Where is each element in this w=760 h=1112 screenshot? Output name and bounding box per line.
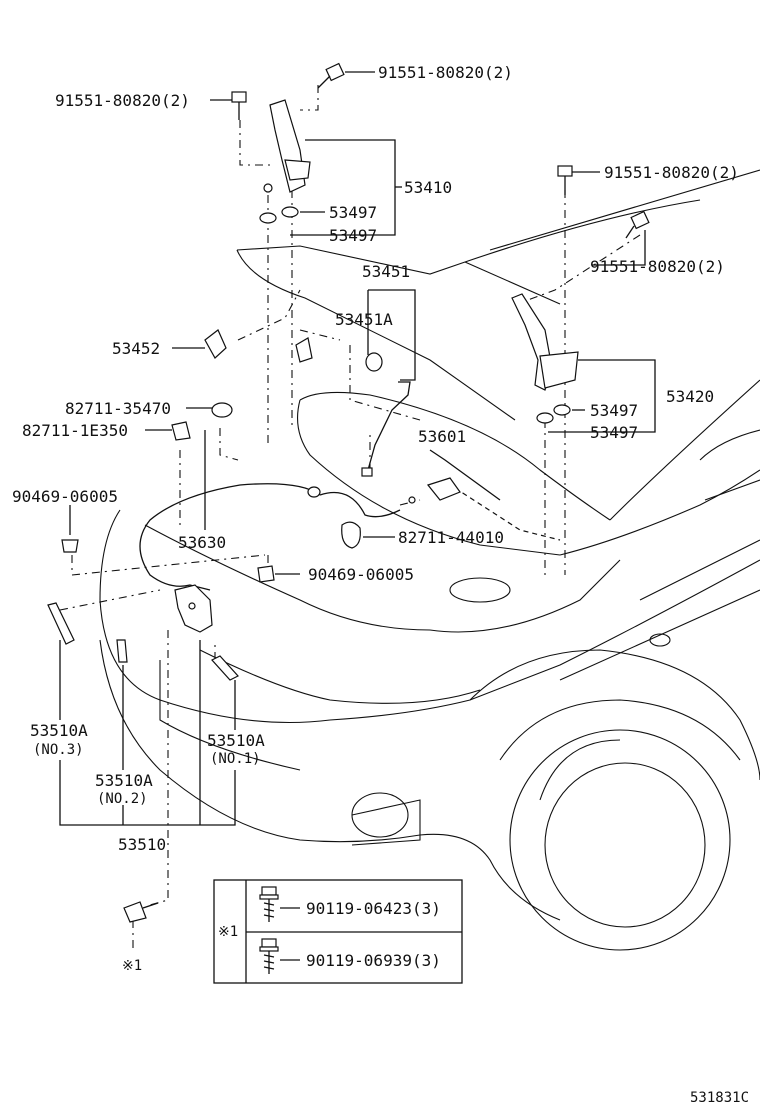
label-clamp-1[interactable]: 82711-35470 xyxy=(65,399,171,418)
label-holder[interactable]: 53452 xyxy=(112,339,160,358)
cushion-lh-upper-icon xyxy=(281,206,299,218)
bolt-top-left-icon xyxy=(231,91,247,120)
label-bolt-top-left[interactable]: 91551-80820(2) xyxy=(55,91,190,110)
lock-bolt-no3-icon xyxy=(47,602,75,645)
clip-left-icon xyxy=(61,539,79,553)
clamp-44010-icon xyxy=(341,521,361,549)
label-bolt-right-1[interactable]: 91551-80820(2) xyxy=(604,163,739,182)
label-hinge-rh[interactable]: 53420 xyxy=(666,387,714,406)
label-lock-no2[interactable]: 53510A xyxy=(95,771,153,790)
diagram-code: 531831C xyxy=(690,1090,749,1106)
clamp-1e350-icon xyxy=(171,421,191,441)
label-lock-no2-sub: (NO.2) xyxy=(97,791,148,807)
bolt-06939-icon xyxy=(259,938,279,974)
lock-bolt-no2-icon xyxy=(116,639,128,663)
label-bolt-top-right[interactable]: 91551-80820(2) xyxy=(378,63,513,82)
label-lock-no1-sub: (NO.1) xyxy=(210,751,261,767)
bolt-06423-icon xyxy=(259,886,279,922)
hinge-rh-icon xyxy=(511,293,579,391)
part-labels: 91551-80820(2) 91551-80820(2) 53410 5349… xyxy=(12,63,749,1106)
hood-lock-icon xyxy=(174,584,213,633)
rod-holder-icon xyxy=(204,329,313,363)
bolt-right-lower-icon xyxy=(625,210,650,239)
cable-grommet-icon xyxy=(307,486,321,498)
release-cable-icon xyxy=(139,483,321,591)
label-cushion-lh-2[interactable]: 53497 xyxy=(329,226,377,245)
cushion-lh-lower-icon xyxy=(259,212,277,224)
label-box-bolt-2[interactable]: 90119-06939(3) xyxy=(306,951,441,970)
cushion-rh-upper-icon xyxy=(553,404,571,416)
label-box-bolt-1[interactable]: 90119-06423(3) xyxy=(306,899,441,918)
label-clamp-2[interactable]: 82711-1E350 xyxy=(22,421,128,440)
label-clamp-3[interactable]: 82711-44010 xyxy=(398,528,504,547)
label-lock-no3[interactable]: 53510A xyxy=(30,721,88,740)
label-cushion-rh-1[interactable]: 53497 xyxy=(590,401,638,420)
bolt-ref-1-icon xyxy=(123,901,159,923)
clamp-35470-icon xyxy=(211,402,233,418)
label-lever[interactable]: 53601 xyxy=(418,427,466,446)
label-cable[interactable]: 53630 xyxy=(178,533,226,552)
hinge-lh-icon xyxy=(263,99,311,193)
label-hinge-lh[interactable]: 53410 xyxy=(404,178,452,197)
bolt-legend-box xyxy=(213,879,463,984)
label-cushion-rh-2[interactable]: 53497 xyxy=(590,423,638,442)
label-lock-no3-sub: (NO.3) xyxy=(33,742,84,758)
label-lock-assy[interactable]: 53510 xyxy=(118,835,166,854)
vehicle-body-outline xyxy=(99,169,760,951)
label-clip-left[interactable]: 90469-06005 xyxy=(12,487,118,506)
release-cable-end-icon xyxy=(319,491,401,518)
hood-support-rod-icon xyxy=(361,352,411,477)
clip-center-icon xyxy=(257,565,275,583)
bolt-top-right-icon xyxy=(317,62,345,89)
parts xyxy=(47,62,650,923)
label-ref-mark: ※1 xyxy=(122,958,142,974)
label-rod-set[interactable]: 53451 xyxy=(362,262,410,281)
leader-lines xyxy=(59,71,656,961)
cushion-rh-lower-icon xyxy=(536,412,554,424)
bolt-right-upper-icon xyxy=(557,165,573,195)
label-clip-center[interactable]: 90469-06005 xyxy=(308,565,414,584)
lock-bolt-no1-icon xyxy=(211,655,239,681)
label-box-mark: ※1 xyxy=(218,924,238,940)
label-lock-no1[interactable]: 53510A xyxy=(207,731,265,750)
label-rod[interactable]: 53451A xyxy=(335,310,393,329)
label-bolt-right-2[interactable]: 91551-80820(2) xyxy=(590,257,725,276)
release-lever-icon xyxy=(408,477,461,504)
label-cushion-lh-1[interactable]: 53497 xyxy=(329,203,377,222)
